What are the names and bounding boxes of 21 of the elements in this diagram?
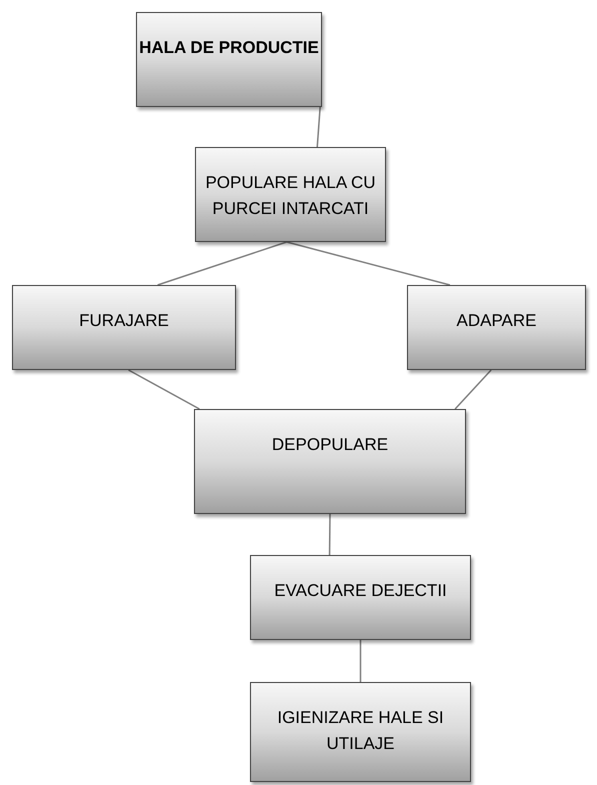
box-label: HALA DE PRODUCTIE [139,37,319,59]
connector-line [454,370,492,410]
box-label: POPULARE HALA CU PURCEI INTARCATI [204,172,377,220]
connector-line [328,514,331,555]
process-box [12,285,236,370]
connector-line [286,241,450,286]
box-label: FURAJARE [79,310,169,332]
process-box [407,285,586,370]
connector-line [128,369,200,410]
process-box [195,147,386,242]
box-label: EVACUARE DEJECTII [274,580,447,602]
process-box [194,409,466,514]
connector-line [360,640,362,682]
process-box [250,555,471,640]
process-box [136,12,322,107]
box-label: ADAPARE [456,310,536,332]
connector-line [316,106,321,148]
process-box [250,682,471,782]
box-label: IGIENIZARE HALE SI UTILAJE [276,707,445,755]
box-label: DEPOPULARE [272,434,388,456]
connector-line [157,241,287,286]
